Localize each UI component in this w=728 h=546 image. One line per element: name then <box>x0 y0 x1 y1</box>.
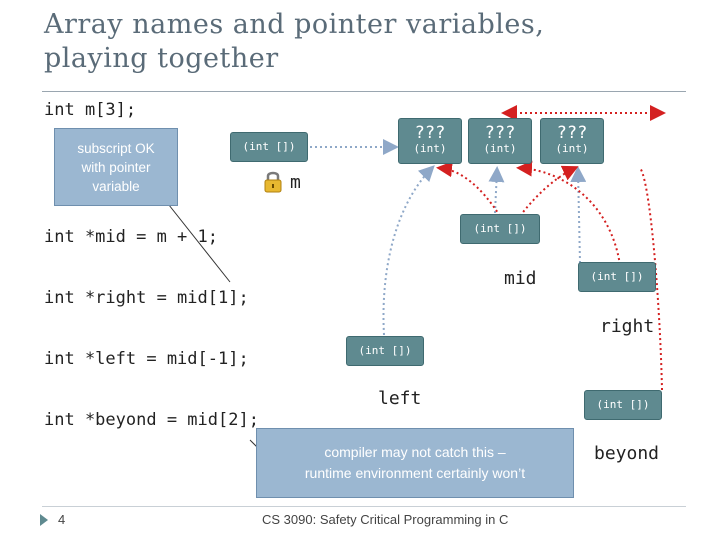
slide-title: Array names and pointer variables, playi… <box>44 8 684 76</box>
callout-compiler-line1: compiler may not catch this – <box>324 444 506 460</box>
pointer-box-right: (int []) <box>578 262 656 292</box>
title-divider <box>42 91 686 92</box>
callout-subscript-line1: subscript OK <box>77 141 155 156</box>
callout-subscript-line2: with pointer <box>81 160 151 175</box>
label-m: m <box>290 172 301 193</box>
array-cell-2-value: ??? <box>556 123 588 143</box>
arrow-mid-to-cell1 <box>488 166 505 214</box>
title-line-1: Array names and pointer variables, <box>44 9 545 40</box>
footer-divider <box>42 506 686 507</box>
arrow-red-mid-minus-one <box>436 161 501 217</box>
label-left: left <box>378 388 422 409</box>
array-cell-1: ??? (int) <box>468 118 532 164</box>
code-line-left: int *left = mid[-1]; <box>44 349 249 369</box>
array-cell-0-type: (int) <box>413 142 447 155</box>
array-cell-0-value: ??? <box>414 123 446 143</box>
code-line-beyond: int *beyond = mid[2]; <box>44 410 259 430</box>
arrow-red-beyond <box>639 167 663 391</box>
arrow-left-to-cell0 <box>382 165 435 336</box>
code-line-right: int *right = mid[1]; <box>44 288 249 308</box>
arrow-red-right-region <box>516 160 621 266</box>
callout-subscript-line3: variable <box>92 179 140 194</box>
callout-compiler-line2: runtime environment certainly won’t <box>304 465 526 481</box>
array-cell-2-type: (int) <box>555 142 589 155</box>
pointer-box-left: (int []) <box>346 336 424 366</box>
array-cell-1-value: ??? <box>484 123 516 143</box>
arrow-red-mid-plus-one <box>519 165 579 217</box>
pointer-box-mid: (int []) <box>460 214 540 244</box>
callout-pointer-line-subscript <box>164 199 231 283</box>
array-cell-2: ??? (int) <box>540 118 604 164</box>
callout-subscript-ok: subscript OK with pointer variable <box>54 128 178 206</box>
callout-compiler-warning: compiler may not catch this – runtime en… <box>256 428 574 498</box>
code-line-array-decl: int m[3]; <box>44 100 137 120</box>
pointer-box-beyond: (int []) <box>584 390 662 420</box>
array-cell-1-type: (int) <box>483 142 517 155</box>
arrow-right-to-cell2 <box>570 166 587 264</box>
triangle-marker-icon <box>40 514 48 526</box>
code-line-mid: int *mid = m + 1; <box>44 227 218 247</box>
label-beyond: beyond <box>594 443 660 464</box>
pointer-box-m: (int []) <box>230 132 308 162</box>
title-line-2: playing together <box>44 43 279 74</box>
lock-icon <box>264 171 282 193</box>
label-mid: mid <box>504 268 537 289</box>
array-cell-0: ??? (int) <box>398 118 462 164</box>
footer-course-title: CS 3090: Safety Critical Programming in … <box>262 512 509 527</box>
slide-number: 4 <box>58 512 66 527</box>
label-right: right <box>600 316 655 337</box>
